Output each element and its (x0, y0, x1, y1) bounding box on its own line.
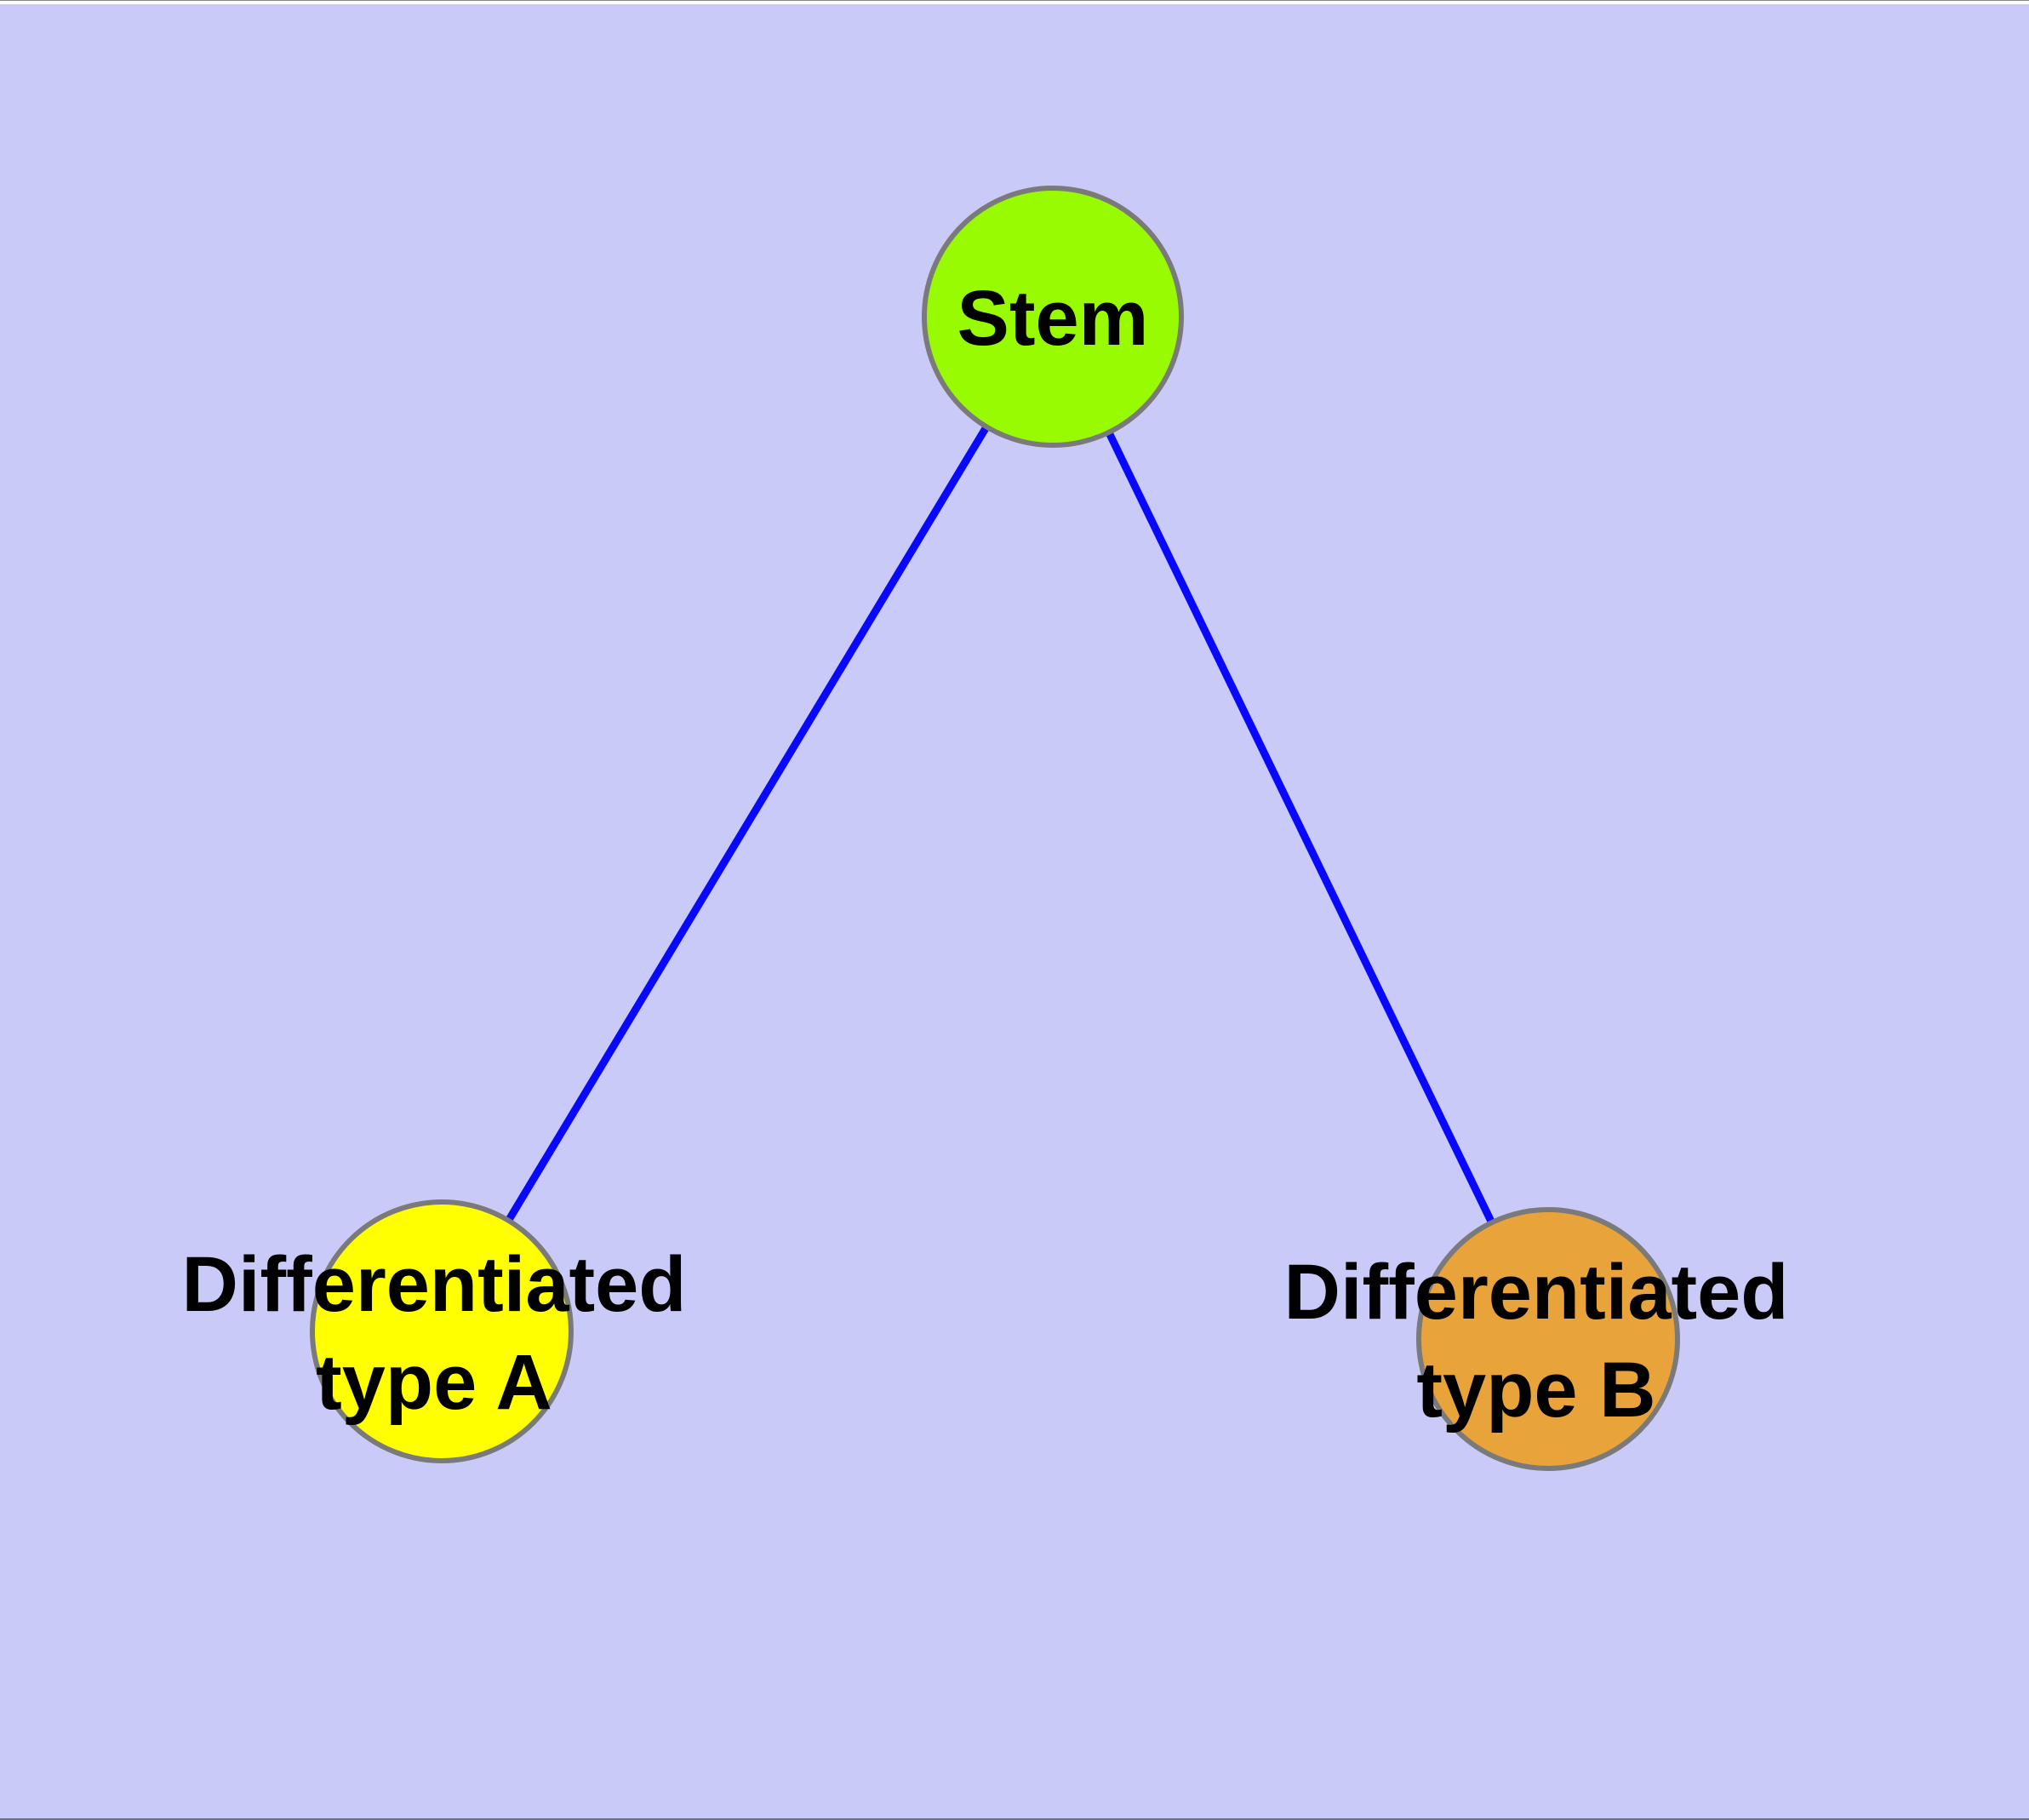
node-type-b-label-line2: type B (1416, 1347, 1655, 1434)
edge-stem-to-type-b (1049, 315, 1552, 1341)
node-type-a-label-line1: Differentiated (182, 1241, 687, 1328)
node-type-a-label-line2: type A (316, 1339, 552, 1426)
window-top-border (0, 0, 2029, 4)
edge-stem-to-type-a (438, 314, 1056, 1334)
node-type-a (310, 1199, 574, 1463)
node-type-b (1416, 1207, 1680, 1471)
node-type-b-label-line1: Differentiated (1284, 1249, 1789, 1336)
node-stem-label: Stem (957, 275, 1149, 362)
window-bottom-border (0, 1818, 2029, 1820)
node-stem (922, 186, 1184, 448)
